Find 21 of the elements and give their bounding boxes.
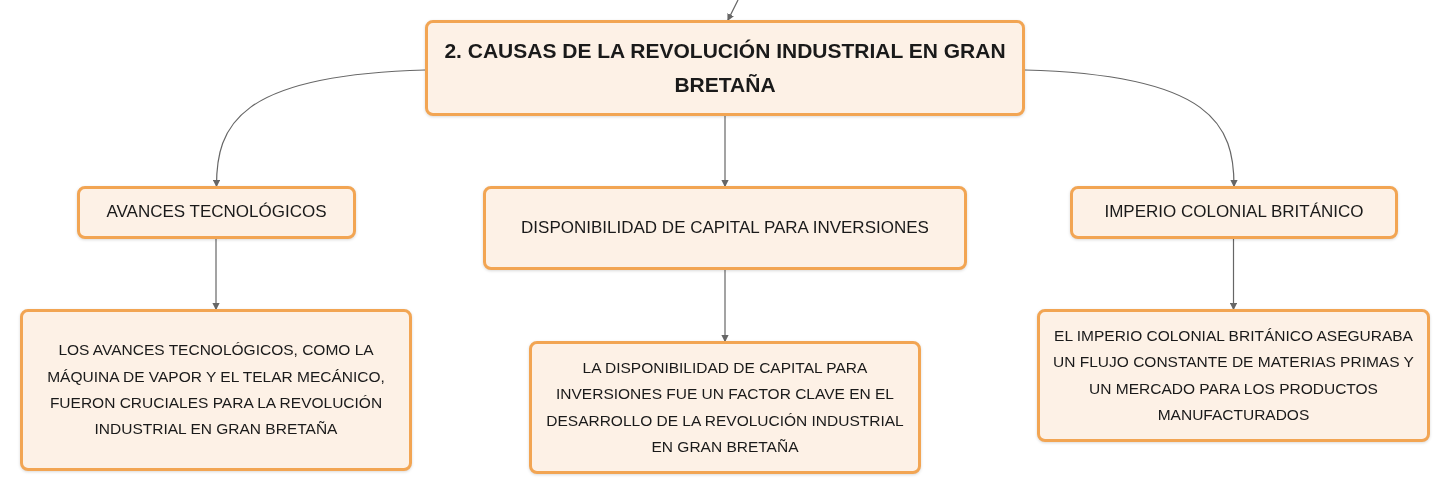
arrow: [212, 238, 220, 311]
arrow: [213, 69, 426, 188]
arrow: [1024, 69, 1238, 188]
topic-box: [77, 186, 356, 239]
topic-text: IMPERIO COLONIAL BRITÁNICO: [1104, 201, 1364, 224]
topic-box: [20, 309, 412, 471]
topic-text: EL IMPERIO COLONIAL BRITÁNICO ASEGURABA UN FLUJO CONSTANTE DE MATERIAS PRIMAS Y UN MERCADO PARA LOS PRODUCTOS MANUFACTURADOS: [1052, 325, 1415, 425]
arrow: [721, 115, 729, 188]
topic-box: [529, 341, 921, 474]
topic-box: [1070, 186, 1398, 239]
topic-box: [483, 186, 967, 270]
arrow: [727, 0, 739, 22]
topic-box: [425, 20, 1025, 116]
topic-text: AVANCES TECNOLÓGICOS: [106, 201, 327, 224]
topic-text: LOS AVANCES TECNOLÓGICOS, COMO LA MÁQUINA DE VAPOR Y EL TELAR MECÁNICO, FUERON CRUCIALES PARA LA REVOLUCIÓN INDUSTRIAL EN GRAN BRETAÑA: [46, 340, 386, 440]
topic-text: DISPONIBILIDAD DE CAPITAL PARA INVERSIONES: [521, 216, 929, 239]
topic-text: LA DISPONIBILIDAD DE CAPITAL PARA INVERSIONES FUE UN FACTOR CLAVE EN EL DESARROLLO DE LA REVOLUCIÓN INDUSTRIAL EN GRAN BRETAÑA: [545, 357, 905, 457]
arrow: [721, 269, 729, 343]
topic-text: 2. CAUSAS DE LA REVOLUCIÓN INDUSTRIAL EN GRAN BRETAÑA: [443, 38, 1007, 98]
topic-box: [1037, 309, 1430, 442]
arrow: [1229, 238, 1238, 311]
